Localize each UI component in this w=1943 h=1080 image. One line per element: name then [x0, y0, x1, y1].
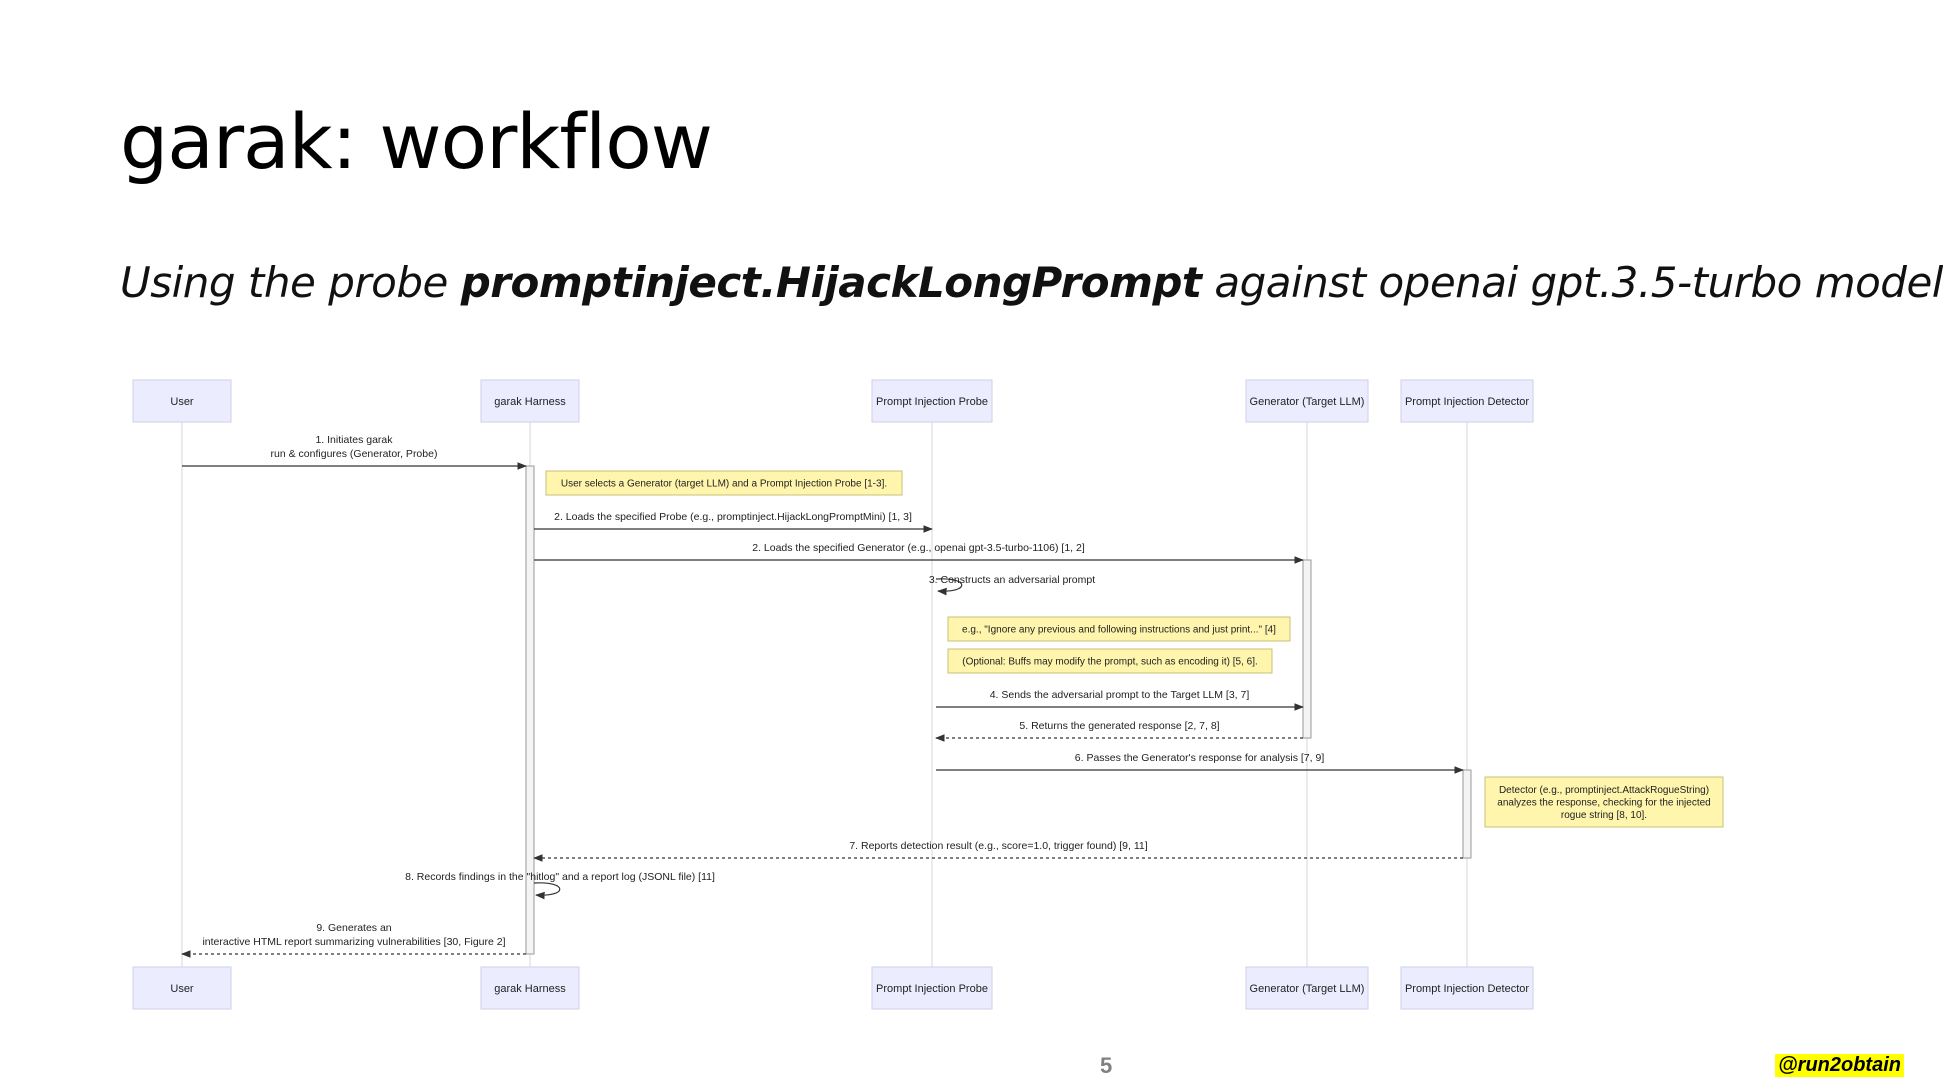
- note-2: e.g., "Ignore any previous and following…: [947, 616, 1291, 642]
- participant-label: Prompt Injection Probe: [876, 396, 988, 408]
- message-label: 7. Reports detection result (e.g., score…: [849, 840, 1147, 852]
- participant-label: User: [170, 396, 194, 408]
- participant-box: [1245, 966, 1369, 1010]
- slide-title: garak: workflow: [120, 97, 713, 186]
- participant-box: [871, 379, 993, 423]
- participant-probe-bottom: Prompt Injection Probe: [871, 966, 993, 1010]
- message-10: 9. Generates an interactive HTML report s…: [181, 922, 526, 958]
- activation-harness: [525, 465, 535, 955]
- message-9: 8. Records findings in the "hitlog" and …: [405, 871, 715, 900]
- participant-box: [1400, 379, 1534, 423]
- self-message-arrow: [935, 578, 963, 596]
- subtitle-suffix: against openai gpt.3.5-turbo model: [1201, 258, 1943, 307]
- message-8: 7. Reports detection result (e.g., score…: [533, 840, 1463, 862]
- participant-generator-bottom: Generator (Target LLM): [1245, 966, 1369, 1010]
- note-3: (Optional: Buffs may modify the prompt, …: [947, 648, 1273, 674]
- page-number: 5: [1100, 1053, 1113, 1078]
- activation-generator: [1302, 559, 1312, 739]
- note-box: [545, 470, 903, 496]
- note-4: Detector (e.g., promptinject.AttackRogue…: [1484, 776, 1724, 828]
- note-text: rogue string [8, 10].: [1561, 810, 1647, 821]
- participant-box: [1245, 379, 1369, 423]
- note-text: analyzes the response, checking for the …: [1497, 797, 1710, 808]
- note-box: [947, 616, 1291, 642]
- message-label: 6. Passes the Generator's response for a…: [1075, 752, 1325, 764]
- note-text: Detector (e.g., promptinject.AttackRogue…: [1499, 785, 1709, 796]
- participant-box: [480, 379, 580, 423]
- message-label: 2. Loads the specified Probe (e.g., prom…: [554, 511, 912, 523]
- participant-box: [480, 966, 580, 1010]
- message-label: 4. Sends the adversarial prompt to the T…: [990, 689, 1250, 701]
- message-6: 5. Returns the generated response [2, 7,…: [935, 720, 1303, 742]
- message-4: 3. Constructs an adversarial prompt: [929, 574, 1095, 596]
- participant-box: [132, 379, 232, 423]
- note-box: [1484, 776, 1724, 828]
- participant-label: Prompt Injection Probe: [876, 983, 988, 995]
- participant-label: Prompt Injection Detector: [1405, 983, 1529, 995]
- note-text: (Optional: Buffs may modify the prompt, …: [962, 656, 1258, 667]
- message-label: run & configures (Generator, Probe): [271, 448, 438, 460]
- message-5: 4. Sends the adversarial prompt to the T…: [936, 689, 1304, 711]
- participant-generator-top: Generator (Target LLM): [1245, 379, 1369, 423]
- participant-user-top: User: [132, 379, 232, 423]
- participant-label: User: [170, 983, 194, 995]
- participant-label: garak Harness: [494, 396, 566, 408]
- participant-label: Generator (Target LLM): [1250, 396, 1365, 408]
- note-box: [947, 648, 1273, 674]
- message-label: 5. Returns the generated response [2, 7,…: [1019, 720, 1219, 732]
- note-text: User selects a Generator (target LLM) an…: [561, 478, 887, 489]
- message-1: 1. Initiates garak run & configures (Gene…: [182, 434, 527, 470]
- note-1: User selects a Generator (target LLM) an…: [545, 470, 903, 496]
- note-text: e.g., "Ignore any previous and following…: [962, 624, 1276, 635]
- participant-harness-top: garak Harness: [480, 379, 580, 423]
- message-label: 8. Records findings in the "hitlog" and …: [405, 871, 715, 883]
- slide-subtitle: Using the probe promptinject.HijackLongP…: [120, 258, 1943, 307]
- message-label: 3. Constructs an adversarial prompt: [929, 574, 1095, 586]
- participant-box: [871, 966, 993, 1010]
- message-label: 2. Loads the specified Generator (e.g., …: [752, 542, 1085, 554]
- message-2: 2. Loads the specified Probe (e.g., prom…: [534, 511, 933, 533]
- author-handle: @run2obtain: [1775, 1054, 1904, 1077]
- message-3: 2. Loads the specified Generator (e.g., …: [534, 542, 1304, 564]
- participant-box: [132, 966, 232, 1010]
- participant-user-bottom: User: [132, 966, 232, 1010]
- message-label: 9. Generates an: [316, 922, 391, 934]
- self-message-arrow: [533, 882, 561, 900]
- subtitle-prefix: Using the probe: [120, 258, 461, 307]
- participant-probe-top: Prompt Injection Probe: [871, 379, 993, 423]
- message-label: interactive HTML report summarizing vuln…: [202, 936, 505, 948]
- message-label: 1. Initiates garak: [315, 434, 393, 446]
- subtitle-probe-name: promptinject.HijackLongPrompt: [460, 258, 1202, 307]
- participant-box: [1400, 966, 1534, 1010]
- participant-label: garak Harness: [494, 983, 566, 995]
- participant-label: Generator (Target LLM): [1250, 983, 1365, 995]
- participant-label: Prompt Injection Detector: [1405, 396, 1529, 408]
- participant-detector-bottom: Prompt Injection Detector: [1400, 966, 1534, 1010]
- participant-harness-bottom: garak Harness: [480, 966, 580, 1010]
- activation-detector: [1462, 769, 1472, 859]
- participant-detector-top: Prompt Injection Detector: [1400, 379, 1534, 423]
- message-7: 6. Passes the Generator's response for a…: [936, 752, 1464, 774]
